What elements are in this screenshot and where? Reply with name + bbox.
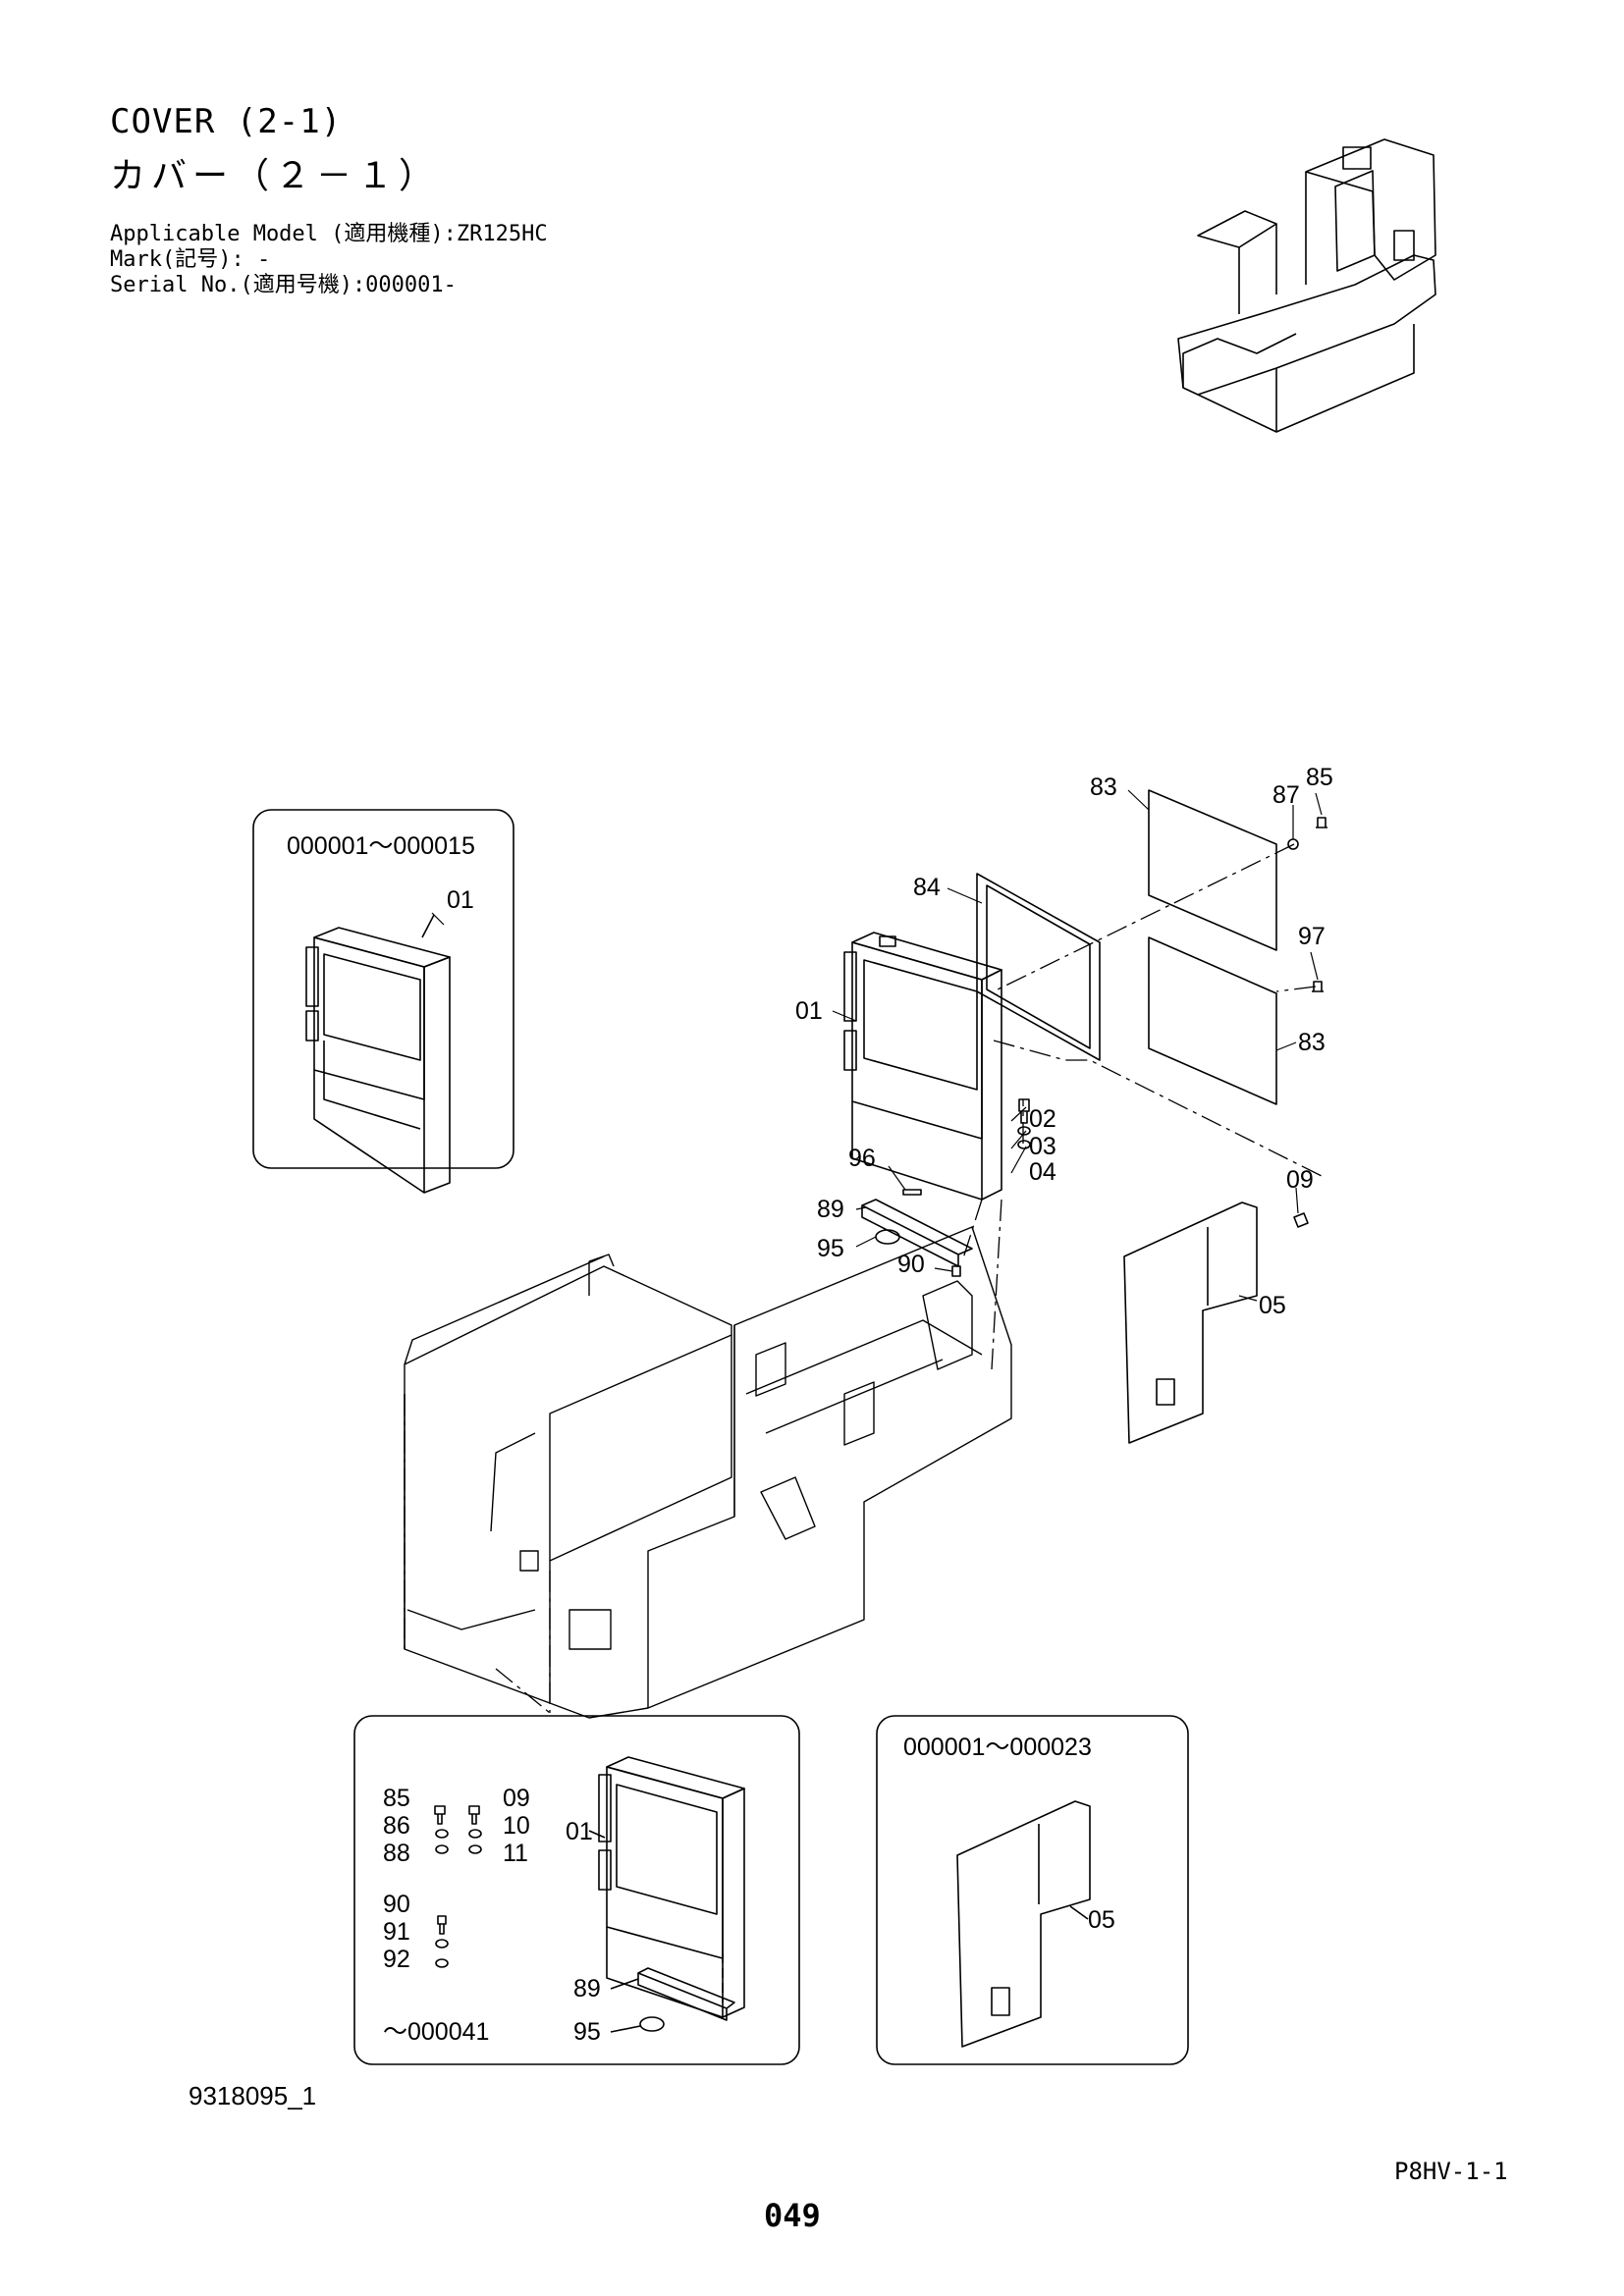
callout-89: 89 — [817, 1196, 844, 1223]
machine-frame — [404, 1226, 1012, 1719]
inset-serial-range-bottom-right: 000001～000023 — [903, 1734, 1092, 1761]
panel-83-lower — [1148, 936, 1277, 1105]
callout-09-inset: 09 — [503, 1785, 530, 1812]
applicable-model: Applicable Model (適用機種):ZR125HC — [110, 222, 548, 246]
callout-96: 96 — [848, 1145, 876, 1172]
callout-91-inset: 91 — [383, 1918, 410, 1946]
page-number: 049 — [764, 2197, 821, 2234]
inset-serial-range-bottom-left: ～000041 — [383, 2018, 489, 2046]
callout-03: 03 — [1029, 1133, 1056, 1160]
callout-92-inset: 92 — [383, 1946, 410, 1973]
callout-84: 84 — [913, 874, 941, 901]
callout-85-inset: 85 — [383, 1785, 410, 1812]
callouts-insets: 000001～000015 01 85 86 88 09 10 11 90 91… — [287, 832, 1115, 2046]
callout-09: 09 — [1286, 1166, 1314, 1194]
callout-leaders — [431, 789, 1323, 1302]
callouts-main: 83 87 85 84 97 01 83 02 03 04 96 89 95 9… — [795, 764, 1333, 1319]
callout-83-upper: 83 — [1090, 774, 1117, 801]
callout-01-inset-bottom-left: 01 — [566, 1818, 593, 1845]
hardware-parts — [875, 817, 1327, 1277]
inset-bottom-left — [353, 1715, 800, 2065]
page-code: P8HV-1-1 — [1394, 2158, 1508, 2185]
callout-86-inset: 86 — [383, 1812, 410, 1840]
inset-top-left — [252, 809, 514, 1194]
callout-95: 95 — [817, 1235, 844, 1262]
callout-11-inset: 11 — [503, 1840, 528, 1867]
callout-04: 04 — [1029, 1158, 1056, 1186]
callout-02: 02 — [1029, 1105, 1056, 1133]
callout-97: 97 — [1298, 923, 1326, 950]
inset-bottom-right — [876, 1715, 1189, 2065]
callout-89-inset: 89 — [573, 1975, 601, 2002]
assembly-guide-lines — [404, 843, 1326, 1714]
main-cover-panel — [843, 932, 1002, 1201]
callout-05-inset: 05 — [1088, 1906, 1115, 1934]
page-title: COVER (2-1) — [110, 102, 343, 141]
callout-90: 90 — [897, 1251, 925, 1278]
callout-01-inset-top-left: 01 — [447, 886, 474, 914]
page-title-japanese: カバー（２－１） — [110, 156, 441, 196]
side-cover-05 — [1123, 1201, 1258, 1444]
serial-info: Serial No.(適用号機):000001- — [110, 273, 457, 297]
callout-95-inset: 95 — [573, 2018, 601, 2046]
callout-83-lower: 83 — [1298, 1029, 1326, 1056]
callout-90-inset: 90 — [383, 1891, 410, 1918]
drawing-number: 9318095_1 — [189, 2081, 317, 2110]
bracket-89 — [861, 1199, 973, 1267]
inset-serial-range-top-left: 000001～000015 — [287, 832, 475, 860]
panel-83-upper — [1148, 789, 1277, 951]
callout-88-inset: 88 — [383, 1840, 410, 1867]
callout-05: 05 — [1259, 1292, 1286, 1319]
callout-10-inset: 10 — [503, 1812, 530, 1840]
callout-87: 87 — [1272, 781, 1300, 809]
mark-info: Mark(記号): - — [110, 247, 271, 272]
gasket-84 — [976, 873, 1101, 1061]
callout-01: 01 — [795, 997, 823, 1025]
callout-85: 85 — [1306, 764, 1333, 791]
machine-locator-thumbnail — [1177, 138, 1436, 433]
